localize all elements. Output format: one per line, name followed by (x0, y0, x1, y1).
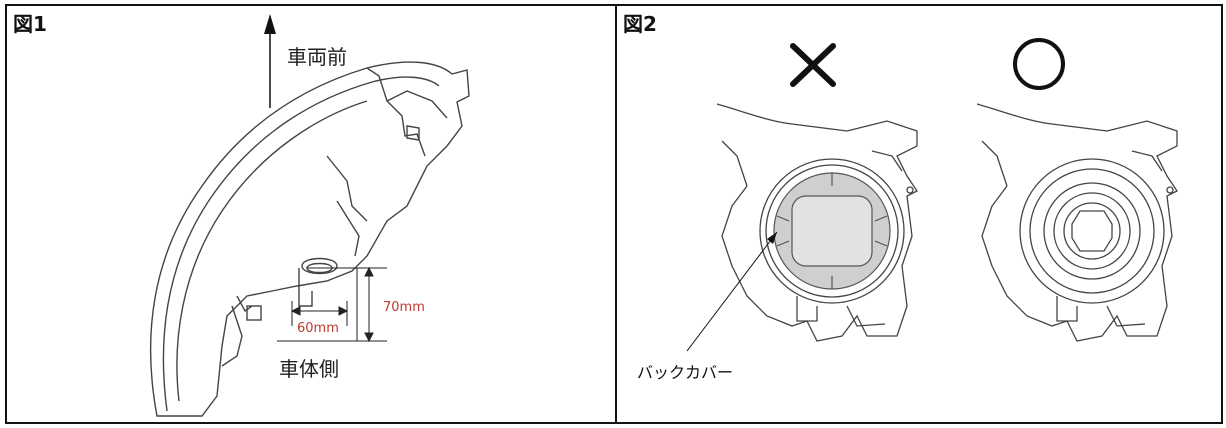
headlight-with-cover (716, 103, 918, 342)
body-side-label: 車体側 (279, 357, 339, 381)
wrong-mark-icon (790, 43, 836, 87)
figure-1-label: 図1 (13, 12, 47, 36)
callout-arrowhead (767, 232, 777, 244)
figure-1-panel: 図1 車両前 (5, 4, 617, 424)
headlight-body (149, 61, 470, 417)
back-cover-comparison-diagram: バックカバー (637, 38, 1178, 382)
front-arrow (264, 14, 276, 108)
dim-vertical-label: 70mm (383, 300, 425, 315)
headlight-without-cover (976, 103, 1178, 342)
front-direction-label: 車両前 (287, 45, 347, 69)
dim-horizontal-label: 60mm (297, 321, 339, 336)
headlight-side-diagram: 車両前 (149, 14, 470, 417)
figure-2-panel: 図2 (615, 4, 1223, 424)
correct-mark-icon (1013, 38, 1065, 90)
back-cover-center (791, 195, 873, 267)
back-cover-ribs (776, 173, 888, 289)
back-cover-callout: バックカバー (637, 363, 733, 382)
figure-2-label: 図2 (623, 12, 657, 36)
callout-line (686, 231, 778, 352)
dimension-lines (277, 266, 387, 343)
